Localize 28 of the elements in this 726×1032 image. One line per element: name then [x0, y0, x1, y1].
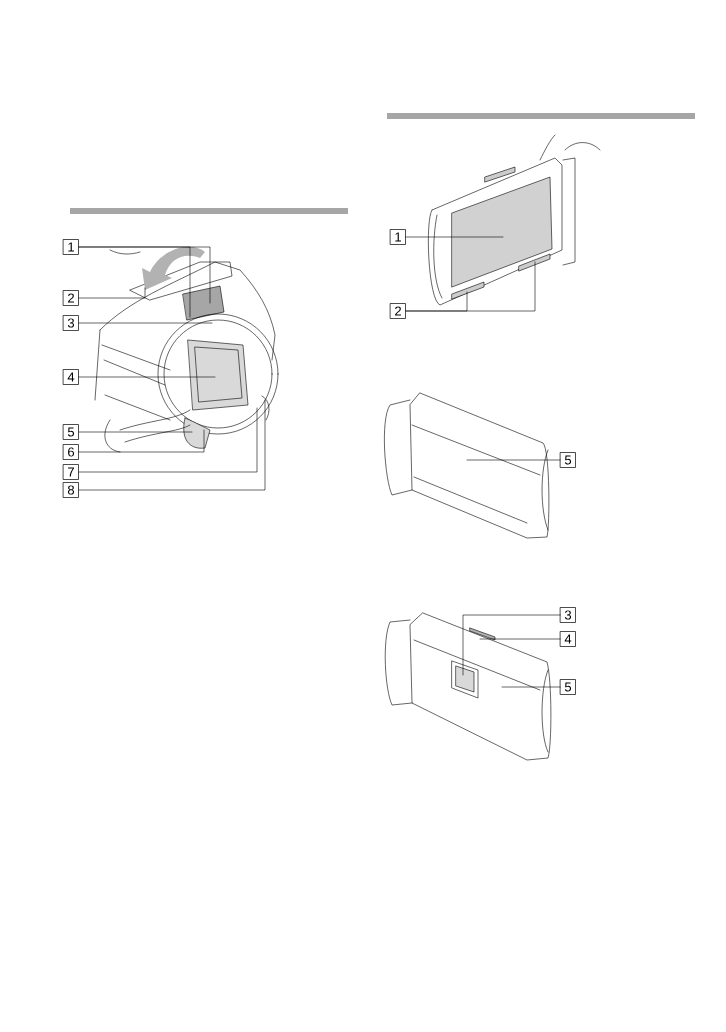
leader-line: [78, 399, 266, 491]
callout-number: 5: [63, 424, 79, 440]
callout-number: 5: [560, 452, 576, 468]
leader-line: [78, 376, 216, 378]
leader-line: [78, 322, 213, 324]
leader-line: [405, 236, 504, 238]
leader-line: [405, 261, 536, 312]
callout-number: 3: [560, 607, 576, 623]
leader-line: [466, 459, 561, 461]
leader-line: [462, 614, 561, 676]
callout-number: 1: [63, 239, 79, 255]
callout-number: 4: [560, 631, 576, 647]
callout-number: 6: [63, 444, 79, 460]
callout-number: 4: [63, 369, 79, 385]
leader-line: [501, 686, 561, 688]
callout-number: 7: [63, 464, 79, 480]
leader-line: [78, 246, 211, 304]
callout-number: 1: [390, 229, 406, 245]
callout-number: 2: [390, 303, 406, 319]
leader-line: [78, 287, 146, 299]
leader-line: [78, 407, 258, 473]
callout-number: 8: [63, 482, 79, 498]
callout-number: 2: [63, 290, 79, 306]
callout-number: 3: [63, 315, 79, 331]
leader-line: [479, 638, 561, 640]
callout-number: 5: [560, 679, 576, 695]
leader-line: [78, 429, 205, 453]
leader-line: [78, 431, 193, 433]
